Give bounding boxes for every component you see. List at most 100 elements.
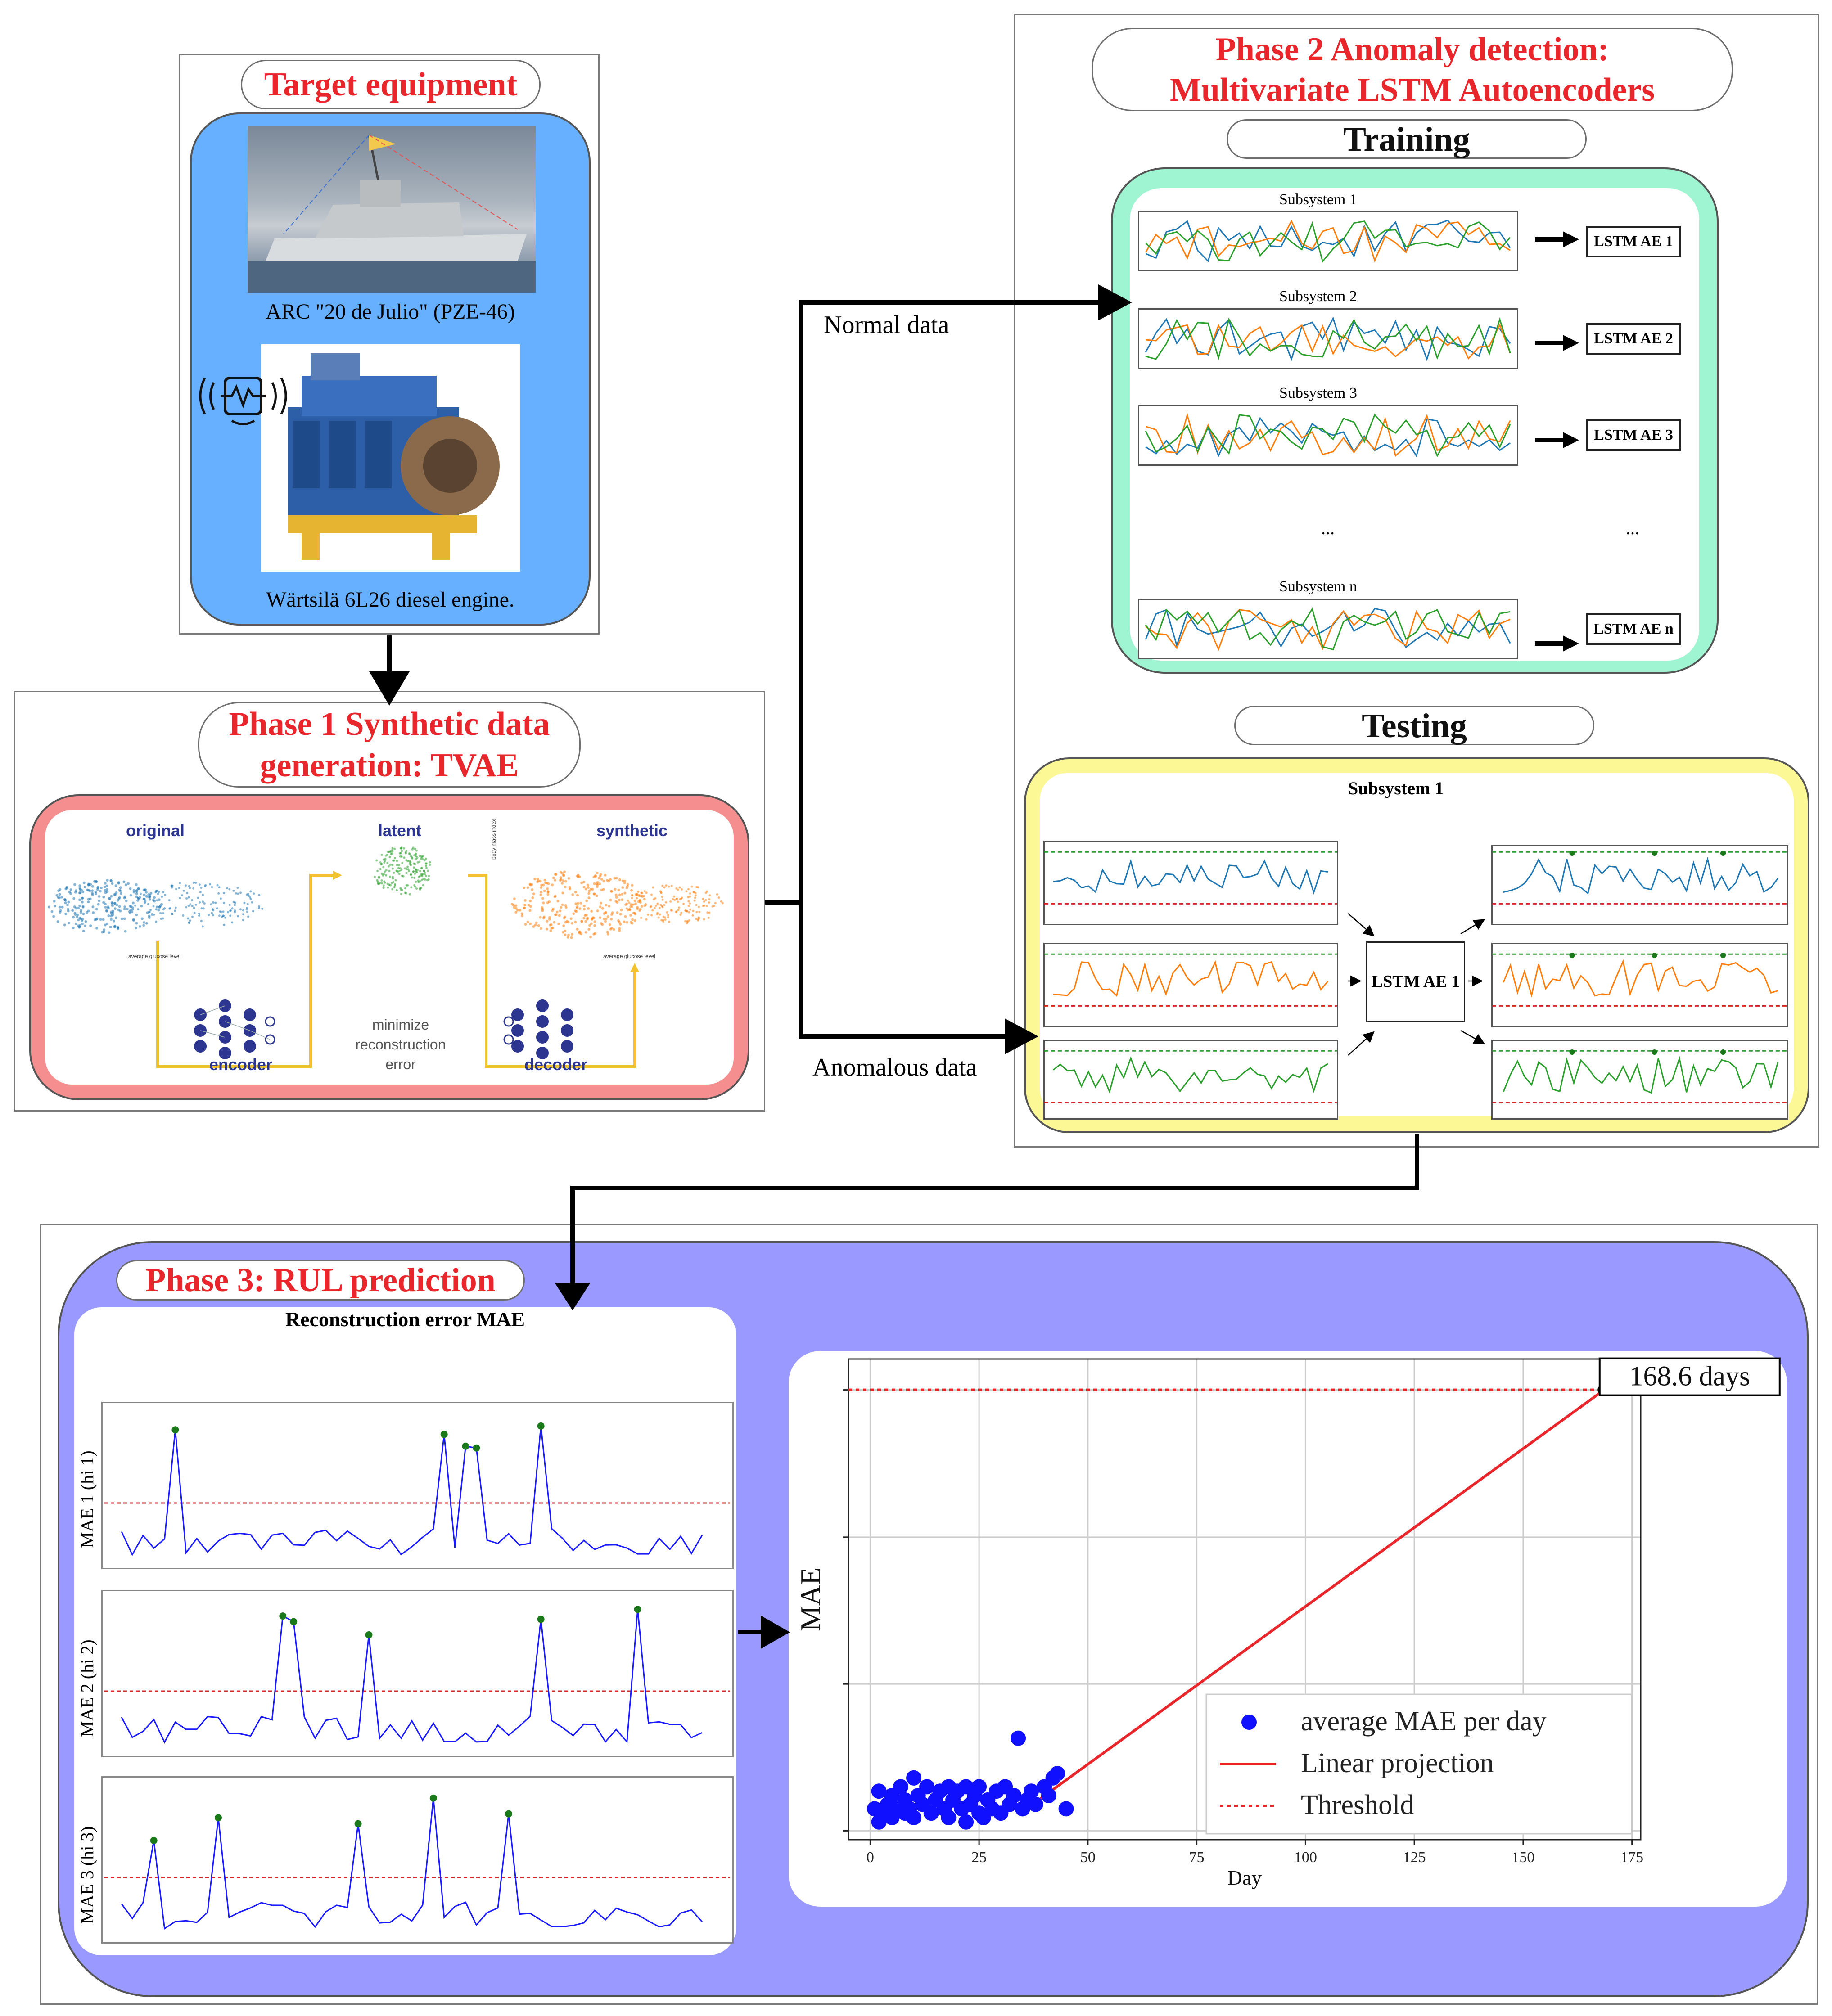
training-label: Training — [1227, 119, 1587, 159]
mae-3-anomaly-0 — [150, 1837, 158, 1845]
ship-image — [248, 126, 536, 292]
training-series-green-1 — [1145, 220, 1511, 263]
training-ellipsis-charts: ... — [1321, 518, 1335, 538]
testing-anomaly-point-green-0 — [1569, 1049, 1575, 1055]
testing-anomaly-point-orange-2 — [1720, 953, 1726, 958]
phase1-title-line2: generation: TVAE — [260, 747, 519, 784]
mae-3-anomaly-4 — [505, 1810, 512, 1818]
ship-illustration — [248, 135, 536, 292]
training-series-green-4 — [1145, 607, 1511, 651]
rul-point-13 — [906, 1810, 922, 1826]
testing-lstm-ae-box: LSTM AE 1 — [1366, 941, 1465, 1022]
testing-anomaly-point-orange-1 — [1652, 953, 1657, 958]
training-subsystem-n-chart — [1138, 598, 1518, 659]
training-ae-arrows — [1535, 231, 1579, 652]
original-label: original — [126, 821, 185, 840]
rul-x-tick-label-4: 100 — [1294, 1849, 1317, 1866]
decoder-label: decoder — [524, 1055, 588, 1074]
rul-point-17 — [923, 1805, 939, 1821]
rul-point-49 — [1058, 1801, 1074, 1817]
testing-label: Testing — [1234, 706, 1594, 745]
rul-point-22 — [941, 1810, 957, 1826]
mae-1-anomaly-4 — [537, 1422, 545, 1430]
synthetic-x-axis-label: average glucose level — [603, 953, 656, 959]
lstm-ae-n-box: LSTM AE n — [1586, 613, 1681, 645]
rul-x-tick-label-2: 50 — [1080, 1849, 1096, 1866]
testing-output-blue-chart — [1491, 845, 1788, 925]
minimize-line1: minimize — [372, 1017, 429, 1033]
latent-label: latent — [378, 821, 422, 840]
testing-output-series-blue — [1503, 856, 1779, 895]
lstm-ae-1-box: LSTM AE 1 — [1586, 226, 1681, 257]
mae-3-series — [121, 1798, 703, 1930]
training-series-blue-1 — [1145, 220, 1511, 263]
rul-point-46 — [1041, 1788, 1056, 1804]
rul-legend-entry-1: Linear projection — [1301, 1748, 1494, 1778]
minimize-line3: error — [385, 1056, 416, 1072]
minimize-line2: reconstruction — [355, 1036, 446, 1053]
testing-input-orange-chart — [1043, 943, 1338, 1027]
mae-1-anomaly-0 — [171, 1426, 179, 1434]
testing-input-blue-chart — [1043, 841, 1338, 925]
rul-x-tick-label-0: 0 — [866, 1849, 874, 1866]
mae-2-anomaly-4 — [634, 1606, 641, 1613]
testing-anomaly-point-orange-0 — [1569, 953, 1575, 958]
lstm-ae-3-box: LSTM AE 3 — [1586, 419, 1681, 451]
rul-projection-line — [1035, 1389, 1605, 1804]
rul-point-44 — [1028, 1796, 1043, 1812]
synthetic-scatter-tail — [626, 884, 724, 924]
testing-output-green-chart — [1491, 1040, 1788, 1120]
rul-point-43 — [1024, 1783, 1039, 1799]
training-subsystem-2-label: Subsystem 2 — [1279, 288, 1357, 305]
rul-point-27 — [958, 1814, 974, 1830]
normal-data-label: Normal data — [824, 311, 949, 339]
original-x-axis-label: average glucose level — [128, 953, 181, 959]
testing-ae-arrows — [1348, 913, 1485, 1056]
engine-illustration — [288, 353, 500, 560]
training-series-orange-3 — [1145, 412, 1511, 457]
phase2-title-line1: Phase 2 Anomaly detection: — [1215, 31, 1609, 68]
mae-1-series — [121, 1426, 703, 1556]
rul-annotation-box — [1598, 1357, 1781, 1396]
encoder-network-icon — [194, 999, 275, 1059]
rul-point-8 — [893, 1779, 909, 1795]
anomalous-data-label: Anomalous data — [812, 1053, 977, 1081]
mae-3-anomaly-1 — [215, 1814, 222, 1822]
training-subsystem-1-label: Subsystem 1 — [1279, 191, 1357, 208]
mae-1-anomaly-1 — [440, 1431, 448, 1438]
rul-x-tick-label-5: 125 — [1403, 1849, 1426, 1866]
rul-point-39 — [1006, 1788, 1022, 1804]
testing-anomaly-point-green-2 — [1720, 1049, 1726, 1055]
mae-2-anomaly-2 — [365, 1631, 373, 1639]
training-series-blue-4 — [1145, 608, 1511, 648]
rul-point-12 — [906, 1770, 922, 1786]
original-scatter — [47, 879, 163, 934]
phase1-to-phase2-connector — [765, 300, 1107, 904]
training-subsystem-3-label: Subsystem 3 — [1279, 385, 1357, 401]
rul-legend-marker-scatter — [1241, 1714, 1257, 1730]
testing-output-series-green — [1503, 1056, 1779, 1094]
phase2-title: Phase 2 Anomaly detection: Multivariate … — [1092, 28, 1733, 111]
rul-y-axis-label: MAE — [794, 1567, 826, 1631]
mae-2-anomaly-0 — [279, 1612, 287, 1620]
rul-point-40 — [1011, 1730, 1026, 1746]
mae-3-anomaly-3 — [429, 1794, 437, 1802]
original-scatter-tail — [131, 882, 264, 928]
tvae-diagram — [45, 810, 734, 1084]
recon-error-title: Reconstruction error MAE — [285, 1308, 525, 1331]
testing-subsystem-title: Subsystem 1 — [1348, 778, 1444, 798]
mae-1-anomaly-3 — [473, 1444, 480, 1452]
rul-legend — [1205, 1693, 1633, 1835]
rul-point-31 — [971, 1779, 987, 1795]
rul-point-48 — [1050, 1766, 1065, 1782]
training-series-orange-2 — [1145, 323, 1511, 360]
phase2-title-line2: Multivariate LSTM Autoencoders — [1169, 72, 1655, 108]
rul-legend-entry-0: average MAE per day — [1301, 1706, 1547, 1737]
testing-output-series-orange — [1503, 959, 1778, 998]
training-series-green-2 — [1145, 317, 1511, 360]
training-series-orange-1 — [1145, 219, 1511, 263]
phase3-title: Phase 3: RUL prediction — [116, 1260, 525, 1300]
